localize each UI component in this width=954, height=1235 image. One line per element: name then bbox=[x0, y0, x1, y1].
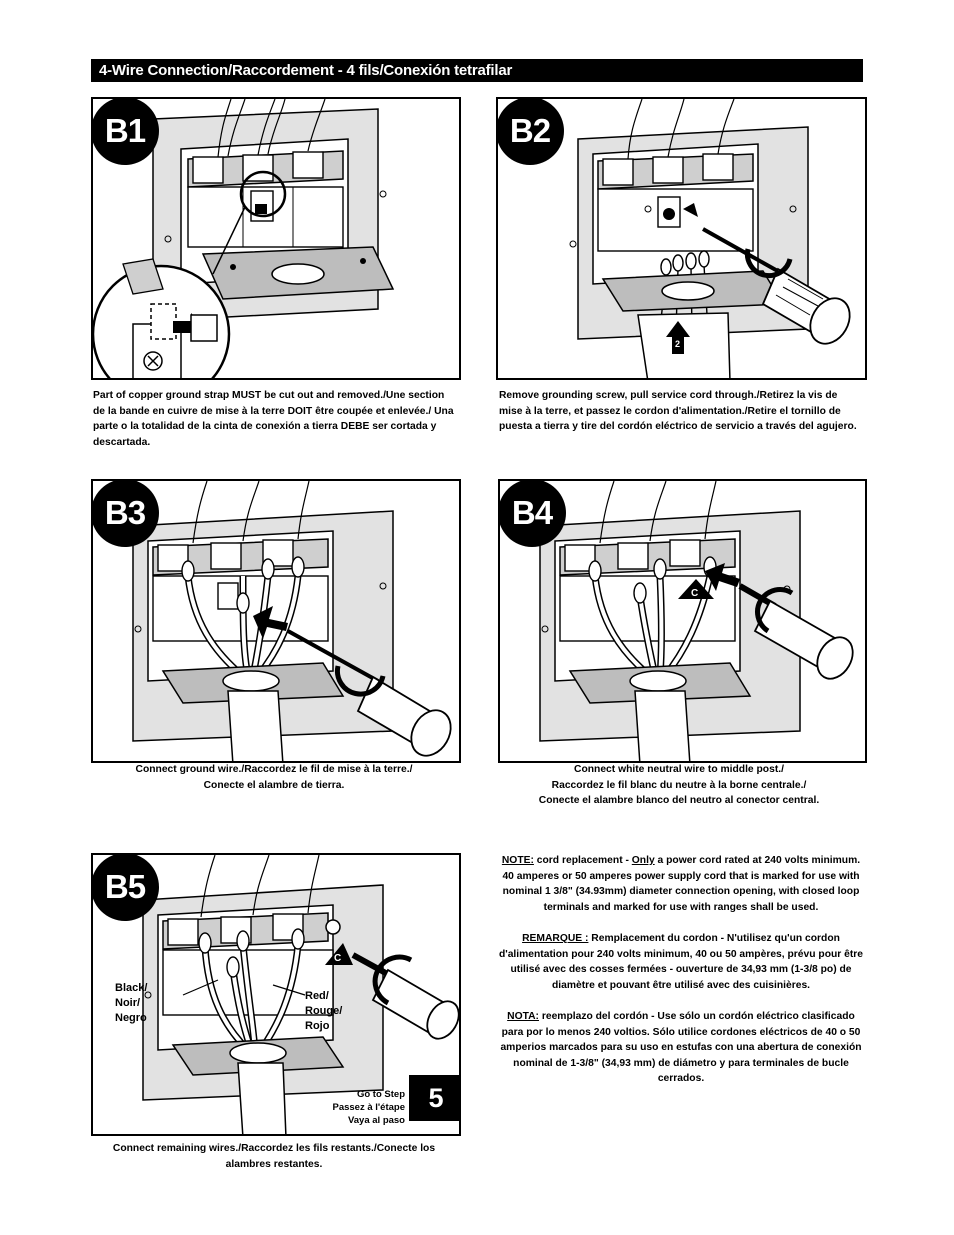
note-spanish: NOTA: reemplazo del cordón - Use sólo un… bbox=[500, 1010, 862, 1085]
go-to-step-text: Go to Step Passez à l'étape Vaya al paso bbox=[293, 1088, 406, 1127]
label-line: Black/ bbox=[115, 982, 148, 994]
label-line: Red/ bbox=[305, 990, 329, 1002]
goto-line: Passez à l'étape bbox=[332, 1102, 406, 1113]
wire-label-black: Black/ Noir/ Negro bbox=[115, 981, 147, 1026]
connect-remaining-wires-illustration: C bbox=[142, 855, 459, 1134]
step-badge-b3: B3 bbox=[93, 481, 159, 547]
step-badge-b2: B2 bbox=[498, 99, 564, 165]
connect-neutral-wire-illustration: C bbox=[539, 481, 854, 761]
caption-line: Conecte el alambre de tierra. bbox=[203, 779, 345, 791]
step-b3-caption: Connect ground wire./Raccordez le fil de… bbox=[93, 762, 455, 793]
step-b4-caption: Connect white neutral wire to middle pos… bbox=[498, 762, 860, 809]
caption-line: Connect remaining wires./Raccordez les f… bbox=[112, 1143, 436, 1154]
caption-line: alambres restantes. bbox=[225, 1158, 323, 1170]
step-b2-caption: Remove grounding screw, pull service cor… bbox=[499, 390, 857, 433]
caption-line: Connect white neutral wire to middle pos… bbox=[574, 764, 784, 775]
wire-label-red: Red/ Rouge/ Rojo bbox=[305, 989, 342, 1034]
step-badge-b5: B5 bbox=[93, 855, 159, 921]
goto-line: Go to Step bbox=[356, 1089, 405, 1100]
step-b1-caption: Part of copper ground strap MUST be cut … bbox=[93, 390, 454, 448]
note-french: REMARQUE : Remplacement du cordon - N'ut… bbox=[498, 932, 864, 991]
step-b1-illustration: B1 bbox=[91, 97, 461, 380]
caption-line: Raccordez le fil blanc du neutre à la bo… bbox=[551, 779, 807, 791]
goto-line: Vaya al paso bbox=[347, 1115, 405, 1126]
step-b2-illustration: 1 2 B2 bbox=[496, 97, 867, 380]
remove-ground-screw-illustration: 1 2 bbox=[569, 99, 851, 378]
note-english: NOTE: cord replacement - Only a power co… bbox=[501, 855, 861, 913]
label-line: Rojo bbox=[305, 1020, 330, 1032]
label-line: Negro bbox=[115, 1012, 147, 1024]
arrow-label-c: C bbox=[691, 588, 698, 599]
step-b5-caption: Connect remaining wires./Raccordez les f… bbox=[93, 1141, 455, 1172]
arrow-label-2: 2 bbox=[675, 339, 680, 349]
terminal-block-strap-illustration bbox=[93, 99, 459, 378]
connect-ground-wire-illustration bbox=[132, 481, 452, 761]
step-badge-b1: B1 bbox=[93, 99, 159, 165]
caption-line: Conecte el alambre blanco del neutro al … bbox=[538, 795, 820, 807]
go-to-step-number: 5 bbox=[409, 1075, 459, 1121]
label-line: Rouge/ bbox=[305, 1005, 343, 1017]
step-b4-illustration: C B4 bbox=[498, 479, 867, 763]
section-header: 4-Wire Connection/Raccordement - 4 fils/… bbox=[91, 59, 863, 82]
step-badge-b4: B4 bbox=[500, 481, 566, 547]
step-b3-illustration: B3 bbox=[91, 479, 461, 763]
arrow-label-c: C bbox=[334, 953, 341, 964]
arrow-label-1: 1 bbox=[688, 213, 693, 223]
caption-line: Connect ground wire./Raccordez le fil de… bbox=[135, 764, 413, 775]
label-line: Noir/ bbox=[115, 997, 141, 1009]
step-b5-illustration: C B5 Black/ Noir/ Negro Red/ Rouge/ Rojo… bbox=[91, 853, 461, 1136]
cord-replacement-note: NOTE: cord replacement - Only a power co… bbox=[497, 853, 865, 1103]
